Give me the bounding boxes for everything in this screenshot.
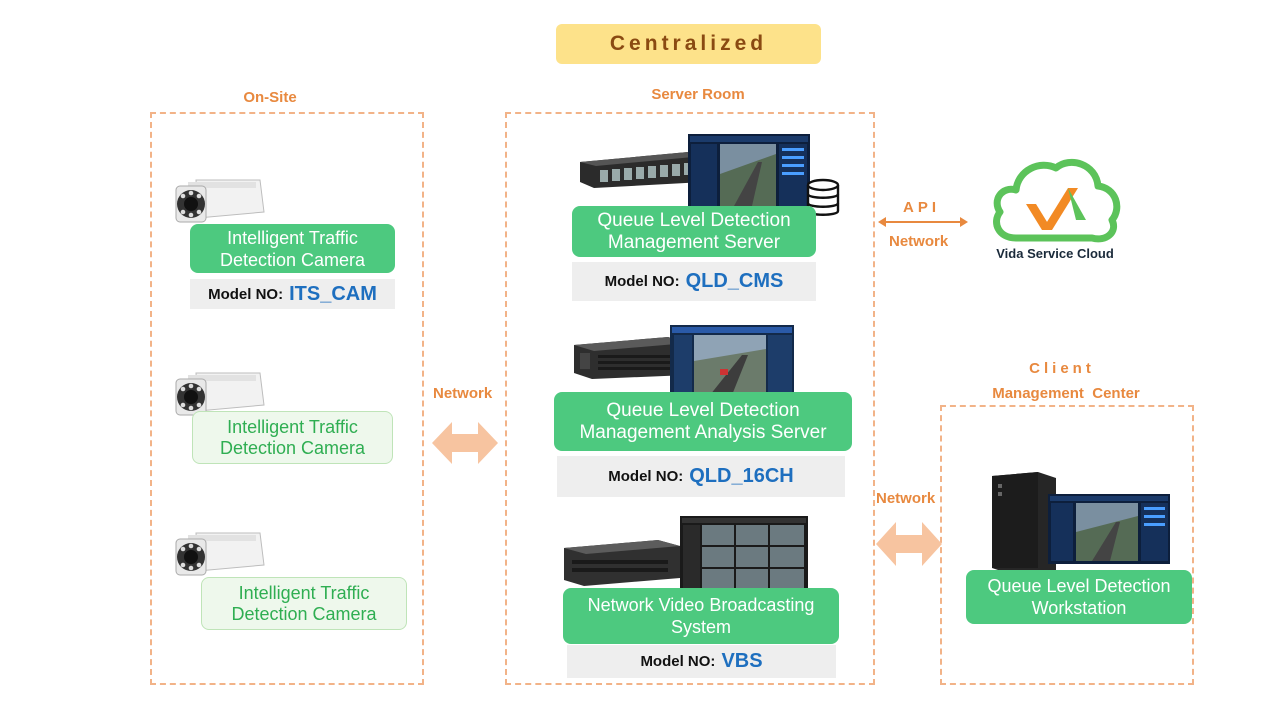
server-3-label-line1: Network Video Broadcasting [587, 595, 815, 615]
workstation-label-box: Queue Level Detection Workstation [966, 570, 1192, 624]
server-room-label: Server Room [651, 86, 745, 103]
onsite-network-label: Network [433, 385, 493, 402]
monitor-screen-illustration [1048, 494, 1170, 564]
server-3-label-box: Network Video Broadcasting System [563, 588, 839, 644]
camera-illustration [168, 365, 268, 425]
double-arrow-icon [876, 520, 942, 568]
model-label: Model NO: [208, 285, 284, 303]
monitor-screen-illustration [670, 325, 794, 397]
workstation-tower-illustration [990, 470, 1060, 574]
model-label: Model NO: [640, 653, 716, 670]
camera-illustration [168, 525, 268, 585]
model-value: QLD_CMS [685, 270, 784, 292]
camera-2-label-box: Intelligent Traffic Detection Camera [192, 411, 393, 464]
server-2-label-line1: Queue Level Detection [606, 399, 800, 421]
onsite-label: On-Site [243, 89, 297, 106]
server-1-label-line1: Queue Level Detection [597, 209, 791, 231]
api-arrow-icon [878, 216, 968, 228]
camera-1-model: Model NO: ITS_CAM [190, 279, 395, 309]
database-icon [805, 177, 841, 219]
monitor-screen-illustration [680, 516, 808, 592]
camera-1-label-line1: Intelligent Traffic [227, 227, 358, 248]
onsite-container [150, 112, 424, 685]
camera-1-label-line2: Detection Camera [219, 249, 366, 270]
server-1-label-line2: Management Server [607, 231, 781, 253]
model-value: VBS [721, 650, 763, 672]
client-label: Client [1029, 360, 1095, 377]
server-3-model: Model NO: VBS [567, 645, 836, 678]
camera-1-label-box: Intelligent Traffic Detection Camera [190, 224, 395, 273]
model-label: Model NO: [604, 273, 680, 290]
camera-3-label-line1: Intelligent Traffic [238, 582, 370, 603]
camera-illustration [168, 172, 268, 232]
monitor-screen-illustration [688, 134, 810, 210]
workstation-label-line1: Queue Level Detection [987, 576, 1171, 596]
diagram-title: Centralized [556, 24, 821, 64]
server-1-label-box: Queue Level Detection Management Server [572, 206, 816, 257]
model-value: QLD_16CH [689, 465, 794, 487]
api-label: API [903, 199, 941, 216]
cloud-logo-icon [988, 156, 1124, 244]
model-value: ITS_CAM [289, 282, 377, 305]
camera-3-label-line2: Detection Camera [231, 603, 377, 624]
rack-server-illustration [576, 148, 706, 190]
management-center-label: Management Center [992, 385, 1140, 402]
tower-server-illustration [572, 333, 692, 381]
rack-server-illustration [562, 538, 682, 588]
model-label: Model NO: [608, 468, 684, 485]
camera-2-label-line1: Intelligent Traffic [227, 416, 358, 437]
client-network-label: Network [876, 490, 936, 507]
server-1-model: Model NO: QLD_CMS [572, 262, 816, 301]
api-network-label: Network [889, 233, 949, 250]
server-2-label-box: Queue Level Detection Management Analysi… [554, 392, 852, 451]
server-room-container [505, 112, 875, 685]
workstation-label-line2: Workstation [1031, 598, 1127, 618]
server-2-label-line2: Management Analysis Server [579, 421, 827, 443]
server-3-label-line2: System [670, 617, 731, 637]
double-arrow-icon [432, 420, 498, 466]
server-2-model: Model NO: QLD_16CH [557, 456, 845, 497]
cloud-label: Vida Service Cloud [996, 246, 1114, 261]
camera-2-label-line2: Detection Camera [219, 437, 366, 458]
camera-3-label-box: Intelligent Traffic Detection Camera [201, 577, 407, 630]
